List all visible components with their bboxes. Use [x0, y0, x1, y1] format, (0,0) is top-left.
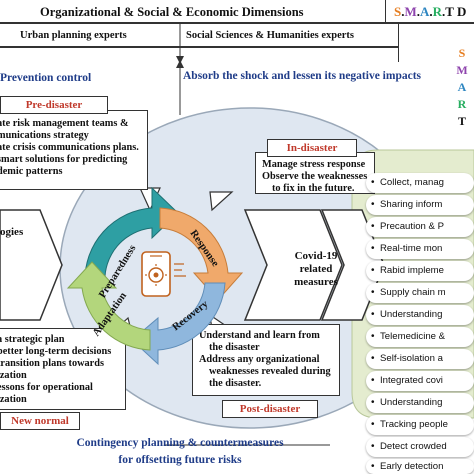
in-disaster-label: In-disaster: [286, 142, 338, 154]
pre-disaster-line: ate crisis communications plans.: [0, 142, 139, 153]
header-title: Organizational & Social & Economic Dimen…: [40, 5, 304, 19]
cycle-diagram: Preparedness Response Recovery Adaptatio…: [66, 186, 244, 366]
post-disaster-line: Address any organizational: [199, 354, 320, 365]
post-disaster-line: the disaster.: [209, 378, 262, 389]
in-disaster-line: to fix in the future.: [272, 183, 355, 194]
smart-list-item: Supply chain m: [366, 283, 474, 303]
header-divider: [0, 22, 474, 24]
smart-letter-a: A: [457, 80, 467, 94]
bottom-line-1: Contingency planning & countermeasures: [76, 437, 284, 449]
smart-letter-t: T: [457, 114, 466, 128]
smart-list-item: Collect, manag: [366, 173, 474, 193]
pre-disaster-line: smart solutions for predicting: [0, 154, 128, 165]
chevron-left: [0, 209, 63, 321]
adaptation-segment: [66, 261, 151, 351]
post-disaster-label: Post-disaster: [239, 403, 301, 415]
pre-disaster-line: ate risk management teams &: [0, 118, 129, 129]
pre-disaster-label-box: Pre-disaster: [0, 96, 108, 114]
new-normal-line: ization: [0, 394, 27, 405]
social-experts-label: Social Sciences & Humanities experts: [186, 30, 354, 41]
in-disaster-label-box: In-disaster: [267, 139, 357, 157]
smart-list-item: Telemedicine &: [366, 327, 474, 347]
new-normal-box: a strategic plan better long-term decisi…: [0, 328, 126, 410]
smart-list-item: Rabid impleme: [366, 261, 474, 281]
smart-list-item: Integrated covi: [366, 371, 474, 391]
smart-list-item: Detect crowded: [366, 437, 474, 457]
pre-disaster-label: Pre-disaster: [25, 99, 83, 111]
new-normal-line: a strategic plan: [0, 334, 65, 345]
smart-letter-r: R: [457, 97, 467, 111]
header-separator: [385, 0, 386, 22]
smart-letter-s: S: [458, 46, 466, 60]
bottom-line-2: for offsetting future risks: [118, 454, 242, 466]
smart-title: S.M.A.R.T D: [394, 4, 467, 19]
absorb-heading: Absorb the shock and lessen its negative…: [183, 70, 422, 82]
experts-separator: [398, 22, 399, 62]
smart-list-item: Early detection: [366, 459, 474, 474]
in-disaster-line: Manage stress response: [262, 159, 366, 170]
phone-virus-icon: [141, 251, 186, 297]
in-disaster-line: Observe the weaknesses: [262, 171, 368, 182]
new-normal-line: ization: [0, 370, 27, 381]
smart-list-item: Self-isolation a: [366, 349, 474, 369]
preparedness-segment: [84, 186, 179, 284]
smart-letter-m: M: [456, 63, 468, 77]
smart-list-item: Tracking people: [366, 415, 474, 435]
post-disaster-box: Understand and learn from the disaster A…: [192, 324, 340, 396]
chevron-middle: [243, 209, 343, 321]
recovery-segment: [131, 282, 226, 366]
new-normal-line: essons for operational: [0, 382, 93, 393]
smart-list-item: Sharing inform: [366, 195, 474, 215]
smart-list-item: Precaution & P: [366, 217, 474, 237]
smart-list-item: Understanding: [366, 305, 474, 325]
experts-divider: [0, 46, 398, 48]
post-disaster-line: the disaster: [209, 342, 260, 353]
pre-disaster-line: demic patterns: [0, 166, 63, 177]
response-segment: [159, 207, 244, 301]
covid-line: measures: [294, 276, 338, 288]
post-disaster-label-box: Post-disaster: [222, 400, 318, 418]
pre-disaster-line: munications strategy: [0, 130, 89, 141]
covid-measures-text: Covid-19 related measures: [284, 250, 348, 289]
new-normal-label: New normal: [11, 415, 69, 427]
left-chevron-label: ogies: [0, 226, 24, 238]
new-normal-line: better long-term decisions: [0, 346, 112, 357]
urban-experts-label: Urban planning experts: [20, 30, 127, 41]
post-disaster-line: weaknesses revealed during: [209, 366, 331, 377]
smart-list-item: Understanding: [366, 393, 474, 413]
new-normal-line: transition plans towards: [0, 358, 104, 369]
smart-list-item: Real-time mon: [366, 239, 474, 259]
post-disaster-line: Understand and learn from: [199, 330, 320, 341]
prevention-heading: Prevention control: [0, 72, 92, 84]
in-disaster-box: Manage stress response Observe the weakn…: [255, 152, 375, 194]
covid-line: related: [299, 263, 333, 275]
new-normal-label-box: New normal: [0, 412, 80, 430]
covid-line: Covid-19: [294, 250, 338, 262]
